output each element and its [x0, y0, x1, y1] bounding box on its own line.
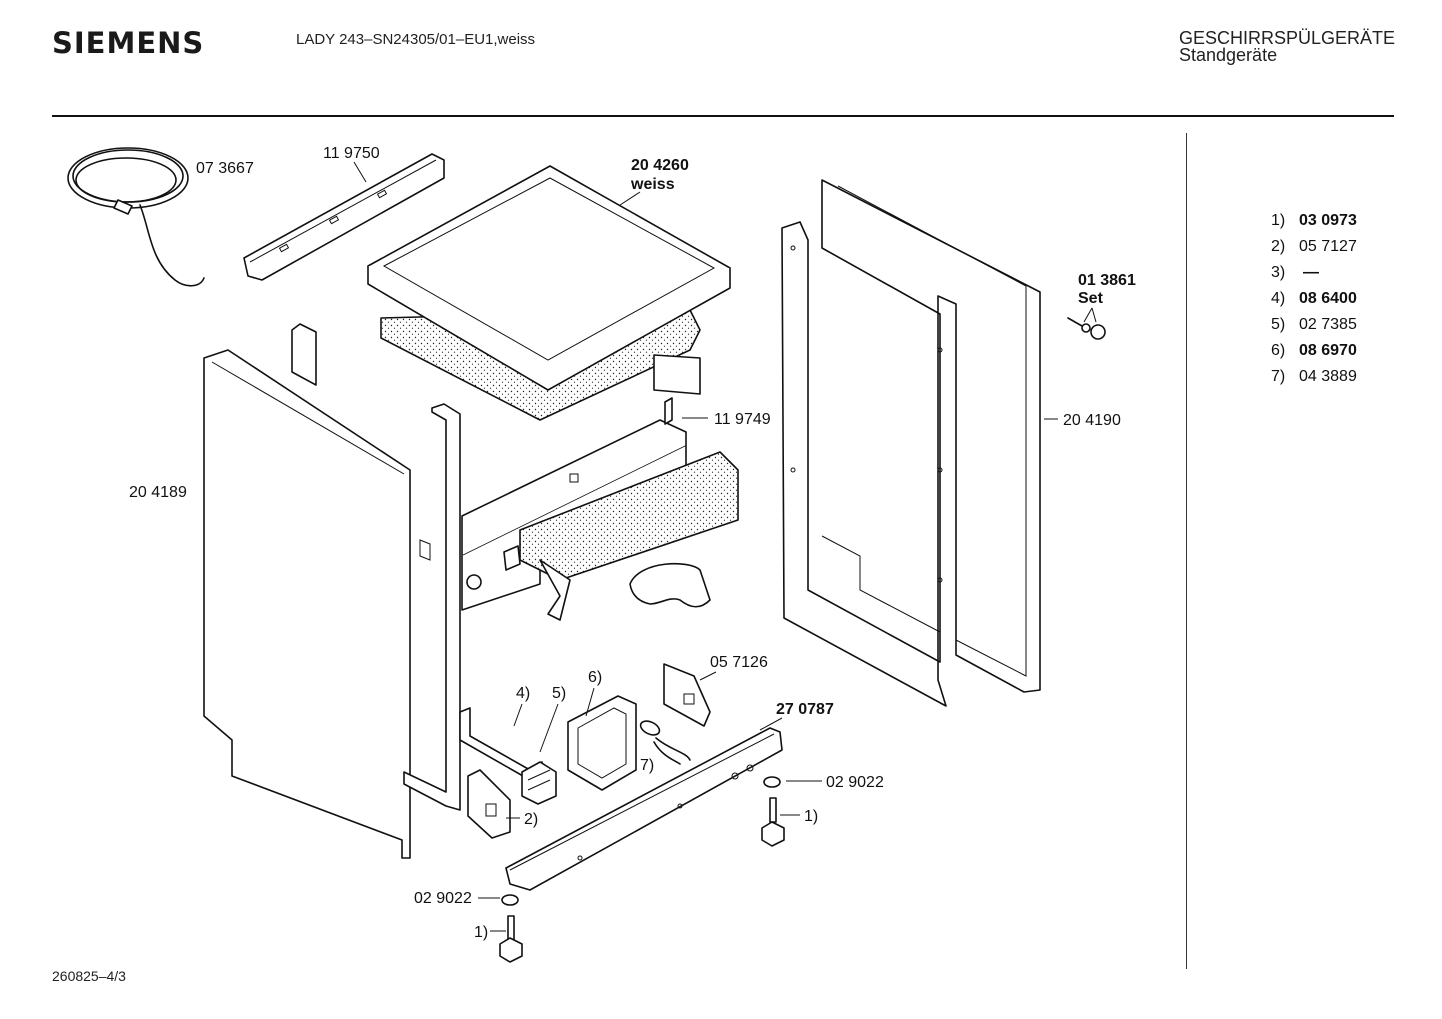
callout-left-panel: 20 4189	[129, 484, 187, 501]
callout-right-panel: 20 4190	[1063, 412, 1121, 429]
legend-index: 3)	[1271, 264, 1286, 281]
rear-rail-part	[243, 153, 445, 281]
legend-part-number: —	[1303, 264, 1319, 281]
legend-index: 1)	[1271, 212, 1286, 229]
legend-part-number: 02 7385	[1299, 316, 1357, 333]
category-block: GESCHIRRSPÜLGERÄTE Standgeräte	[1179, 28, 1396, 65]
legend-part-number: 03 0973	[1299, 212, 1357, 229]
callout-ref-1-left: 1)	[474, 924, 488, 941]
capacitor-7-part	[639, 720, 691, 765]
front-rail-part	[461, 397, 739, 621]
callout-nut-right: 02 9022	[826, 774, 884, 791]
terminal-block-5-part	[521, 761, 557, 805]
category-title: GESCHIRRSPÜLGERÄTE	[1179, 28, 1396, 48]
legend-row: 4) 08 6400	[1271, 286, 1357, 312]
category-subtitle: Standgeräte	[1179, 45, 1278, 65]
legend-row: 3) —	[1271, 260, 1357, 286]
callout-ref-2: 2)	[524, 811, 538, 828]
legend-part-number: 04 3889	[1299, 368, 1357, 385]
legend-part-number: 08 6970	[1299, 342, 1357, 359]
model-title: LADY 243–SN24305/01–EU1,weiss	[296, 31, 536, 48]
legend-row: 2) 05 7127	[1271, 234, 1357, 260]
base-rail-part	[505, 727, 783, 891]
callout-base-rail: 27 0787	[776, 701, 834, 718]
legend-index: 7)	[1271, 368, 1286, 385]
brand-logo: SIEMENS	[52, 26, 205, 60]
callout-worktop: 20 4260	[631, 157, 689, 174]
callout-ref-4: 4)	[516, 685, 530, 702]
callout-rear-rail: 11 9750	[323, 145, 380, 162]
foot-left-part	[499, 894, 523, 963]
legend-index: 2)	[1271, 238, 1286, 255]
legend-row: 1) 03 0973	[1271, 208, 1357, 234]
legend-row: 5) 02 7385	[1271, 312, 1357, 338]
legend-index: 4)	[1271, 290, 1286, 307]
callout-ref-5: 5)	[552, 685, 566, 702]
callout-ref-6: 6)	[588, 669, 602, 686]
foot-right-part	[761, 776, 785, 847]
legend-divider	[1186, 133, 1187, 969]
callout-cap-set: 01 3861	[1078, 272, 1136, 289]
left-panel-part	[203, 323, 461, 859]
legend-row: 7) 04 3889	[1271, 364, 1357, 390]
header-divider	[52, 115, 1394, 117]
callout-power-cord: 07 3667	[196, 160, 254, 177]
bracket-05-7126-part	[663, 663, 711, 727]
right-panel-part	[781, 179, 1041, 707]
legend-part-number: 05 7127	[1299, 238, 1357, 255]
document-id: 260825–4/3	[52, 968, 126, 984]
parts-legend: 1) 03 0973 2) 05 7127 3) — 4) 08 6400 5) 02 7…	[1271, 208, 1357, 390]
callout-cap-set-word: Set	[1078, 290, 1104, 307]
callout-front-rail: 11 9749	[714, 411, 771, 428]
worktop-part	[367, 165, 731, 421]
power-cord-part	[67, 147, 205, 287]
callout-ref-7: 7)	[640, 757, 654, 774]
callout-nut-left: 02 9022	[414, 890, 472, 907]
legend-index: 5)	[1271, 316, 1286, 333]
callout-bracket: 05 7126	[710, 654, 768, 671]
legend-row: 6) 08 6970	[1271, 338, 1357, 364]
callout-ref-1-right: 1)	[804, 808, 818, 825]
callout-worktop-color: weiss	[630, 176, 675, 193]
legend-index: 6)	[1271, 342, 1286, 359]
frame-6-part	[567, 695, 637, 791]
cap-screw-part	[1067, 307, 1106, 340]
bracket-2-part	[467, 769, 511, 839]
legend-part-number: 08 6400	[1299, 290, 1357, 307]
